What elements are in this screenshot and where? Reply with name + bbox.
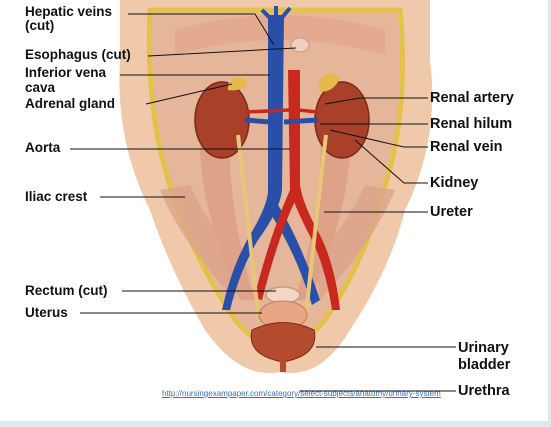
label-kidney: Kidney	[430, 175, 479, 191]
renal-vein-left	[244, 117, 271, 125]
label-renal-artery: Renal artery	[430, 90, 514, 106]
label-adrenal-gland: Adrenal gland	[25, 96, 116, 111]
aorta	[288, 70, 340, 310]
label-renal-vein: Renal vein	[430, 139, 503, 155]
label-uterus: Uterus	[25, 305, 68, 320]
inferior-vena-cava	[222, 15, 284, 310]
urinary-bladder	[250, 322, 316, 363]
adrenal-right	[318, 73, 340, 92]
renal-vein-right	[283, 117, 319, 125]
urethra	[280, 360, 286, 372]
label-aorta: Aorta	[25, 140, 61, 155]
adrenal-left	[228, 77, 248, 91]
renal-artery-left	[244, 108, 291, 114]
iliac-left	[160, 185, 240, 300]
iliac-right	[315, 185, 395, 300]
label-ivc-line1: Inferior vena	[25, 65, 107, 80]
label-bladder-line1: Urinary	[458, 340, 509, 356]
label-urethra: Urethra	[458, 383, 510, 399]
label-bladder-line2: bladder	[458, 357, 511, 373]
label-hepatic-veins: Hepatic veins (cut)	[25, 4, 113, 33]
leader-lines	[70, 13, 456, 392]
label-iliac-crest: Iliac crest	[25, 189, 88, 204]
ureter-left	[236, 134, 260, 316]
ureter-right	[304, 134, 328, 316]
psoas-right	[295, 120, 351, 300]
aorta-left-branch	[254, 190, 298, 300]
hepatic-veins	[260, 6, 292, 22]
label-rectum: Rectum (cut)	[25, 283, 108, 298]
esophagus-cut	[290, 37, 310, 53]
label-renal-hilum: Renal hilum	[430, 116, 513, 132]
source-link[interactable]: http://nursingexampaper.com/category/sel…	[162, 389, 441, 398]
renal-artery-right	[297, 108, 319, 114]
label-ureter: Ureter	[430, 204, 473, 220]
label-ivc-line2: cava	[25, 80, 56, 95]
label-esophagus: Esophagus (cut)	[25, 47, 131, 62]
